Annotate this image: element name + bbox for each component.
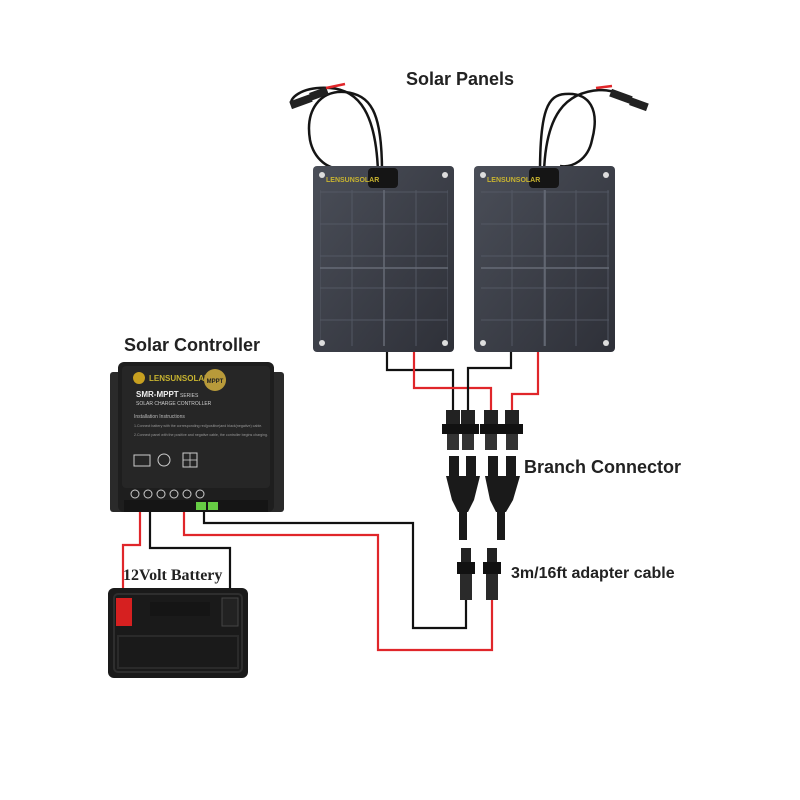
instruction-1: 1.Connect battery with the corresponding… — [134, 424, 262, 428]
mppt-badge: MPPT — [207, 379, 224, 385]
solar-panel-1: LENSUNSOLAR — [313, 166, 454, 352]
bulb-icon — [157, 453, 171, 467]
panel-2-brand: LENSUNSOLAR — [487, 177, 540, 184]
panel-wiring — [385, 352, 540, 410]
instruction-2: 2.Connect panel with the positive and ne… — [134, 433, 268, 437]
controller-model: SMR-MPPT — [136, 390, 179, 399]
battery-wiring — [121, 510, 232, 598]
controller-series: SERIES — [180, 393, 199, 399]
adapter-wiring — [182, 510, 494, 652]
solar-controller: LENSUNSOLAR MPPT SMR-MPPT SERIES SOLAR C… — [110, 362, 284, 512]
mc4-connector — [442, 410, 464, 450]
solar-panel-2: LENSUNSOLAR — [474, 166, 615, 352]
instructions-title: Installation Instructions — [134, 414, 185, 420]
logo-icon — [133, 372, 145, 384]
battery-icon — [133, 454, 151, 467]
mppt-badge-icon — [204, 369, 226, 391]
panel-2-cables — [538, 84, 649, 173]
mc4-connector — [501, 410, 523, 450]
battery — [108, 588, 248, 678]
controller-brand: LENSUNSOLAR — [149, 374, 210, 383]
mc4-connectors-top — [442, 410, 523, 450]
junction-box — [368, 168, 398, 188]
mc4-connector — [457, 410, 479, 450]
negative-terminal — [221, 597, 239, 627]
mc4-connector — [480, 410, 502, 450]
branch-connector-negative — [446, 456, 480, 540]
adapter-cable-label: 3m/16ft adapter cable — [511, 565, 675, 582]
battery-label: 12Volt Battery — [123, 567, 223, 584]
branch-connector-positive — [485, 456, 520, 540]
solar-panels-label: Solar Panels — [406, 69, 515, 89]
adapter-cable-connectors — [457, 548, 501, 600]
junction-box — [529, 168, 559, 188]
terminal-row — [130, 489, 205, 499]
solar-controller-label: Solar Controller — [124, 335, 261, 355]
branch-connector-label: Branch Connector — [524, 457, 682, 477]
controller-subtitle: SOLAR CHARGE CONTROLLER — [136, 401, 212, 407]
panel-1-brand: LENSUNSOLAR — [326, 177, 379, 184]
panel-1-cables — [289, 82, 384, 173]
positive-terminal — [116, 598, 132, 626]
